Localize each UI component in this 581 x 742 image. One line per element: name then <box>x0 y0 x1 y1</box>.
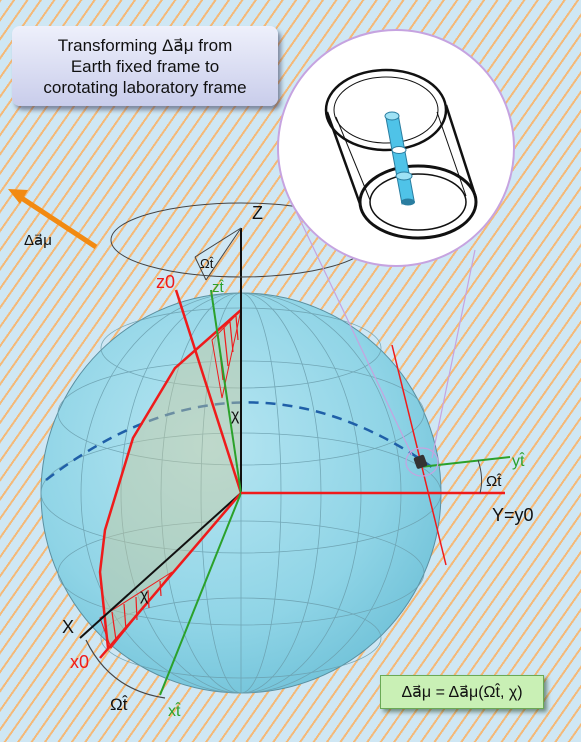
label-yt: yt̂ <box>512 451 525 470</box>
detector-tube <box>384 111 415 206</box>
meridian-plane <box>100 310 241 648</box>
label-Z: Z <box>252 203 263 223</box>
title-text: Transforming Δa⃗μ from Earth fixed frame… <box>43 35 247 97</box>
label-X: X <box>62 617 74 637</box>
label-chi-upper: χ <box>231 407 240 424</box>
label-omega-t-bottom: Ωt̂ <box>110 695 128 714</box>
delta-a-label: Δa⃗μ <box>24 232 52 249</box>
label-omega-t-top: Ωt̂ <box>200 256 214 271</box>
formula-box: Δa⃗μ = Δa⃗μ(Ωt̂, χ) <box>380 675 544 709</box>
title-box: Transforming Δa⃗μ from Earth fixed frame… <box>12 26 278 106</box>
formula-text: Δa⃗μ = Δa⃗μ(Ωt̂, χ) <box>401 684 523 701</box>
label-omega-t-right: Ωt̂ <box>486 473 502 490</box>
zoom-lines <box>292 204 476 459</box>
label-x0: x0 <box>70 652 89 672</box>
label-xt: xt̂ <box>168 701 181 720</box>
rotation-arc-bottom <box>85 639 166 699</box>
delta-a-arrow <box>8 189 98 250</box>
detector-marker <box>405 447 439 477</box>
label-z0: z0 <box>156 272 175 292</box>
label-chi-lower: χ <box>140 587 149 604</box>
label-Y-y0: Y=y0 <box>492 505 534 525</box>
label-zt: zt̂ <box>212 279 225 296</box>
axes <box>79 228 511 696</box>
red-meridian <box>98 309 242 649</box>
rotation-arc-right <box>477 459 483 494</box>
zoom-detector-view <box>277 29 515 267</box>
